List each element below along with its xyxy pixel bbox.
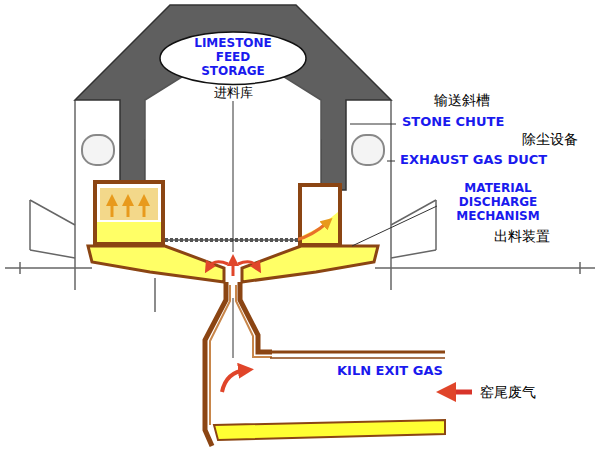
- part-label: MATERIAL DISCHARGE MECHANISM: [440, 182, 556, 223]
- part-label: KILN EXIT GAS: [335, 363, 445, 379]
- part-label: EXHAUST GAS DUCT: [398, 152, 549, 168]
- storage-ellipse: LIMESTONE FEED STORAGE 进料库: [158, 30, 308, 101]
- part-label: STONE CHUTE: [400, 114, 506, 130]
- part-label: 除尘设备: [520, 131, 580, 148]
- part-label: 输送斜槽: [432, 92, 492, 109]
- node-subtitle: 进料库: [211, 86, 256, 101]
- part-label: 出料装置: [492, 228, 552, 245]
- part-label: 窑尾废气: [478, 384, 538, 401]
- node-title: LIMESTONE FEED STORAGE: [183, 30, 283, 78]
